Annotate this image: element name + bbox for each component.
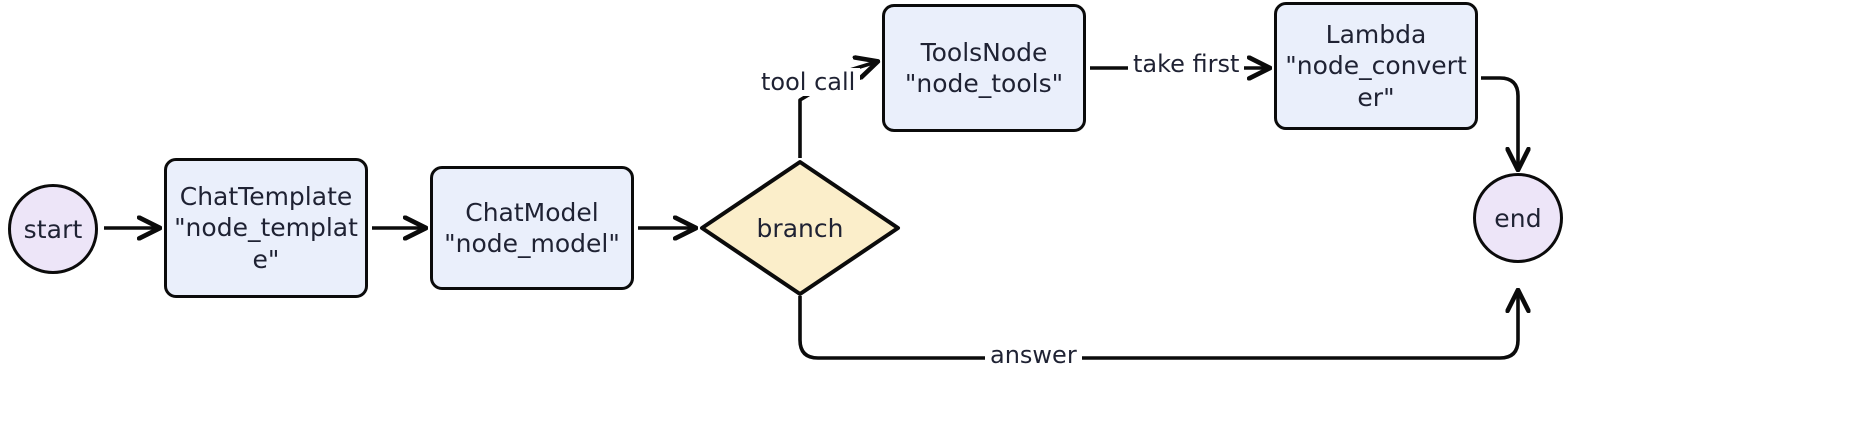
node-branch-label: branch (756, 213, 844, 243)
node-tools[interactable]: ToolsNode "node_tools" (882, 4, 1086, 132)
node-tools-label: ToolsNode "node_tools" (904, 37, 1064, 99)
node-end[interactable]: end (1473, 173, 1563, 263)
node-end-label: end (1494, 203, 1542, 233)
node-chat-model[interactable]: ChatModel "node_model" (430, 166, 634, 290)
branch-diamond-shape (700, 160, 900, 296)
node-start-label: start (23, 214, 83, 244)
edge-converter-to-end (1481, 76, 1518, 168)
edge-label-tool-call: tool call (756, 68, 861, 96)
node-chat-model-label: ChatModel "node_model" (444, 197, 620, 259)
edge-label-answer: answer (985, 341, 1082, 369)
node-converter[interactable]: Lambda "node_convert er" (1274, 2, 1478, 130)
edge-branch-to-end (798, 292, 1518, 360)
node-chat-template[interactable]: ChatTemplate "node_templat e" (164, 158, 368, 298)
node-start[interactable]: start (8, 184, 98, 274)
node-chat-template-label: ChatTemplate "node_templat e" (174, 181, 358, 274)
node-converter-label: Lambda "node_convert er" (1285, 19, 1467, 112)
edge-label-take-first: take first (1128, 50, 1245, 78)
node-branch[interactable]: branch (698, 158, 902, 298)
